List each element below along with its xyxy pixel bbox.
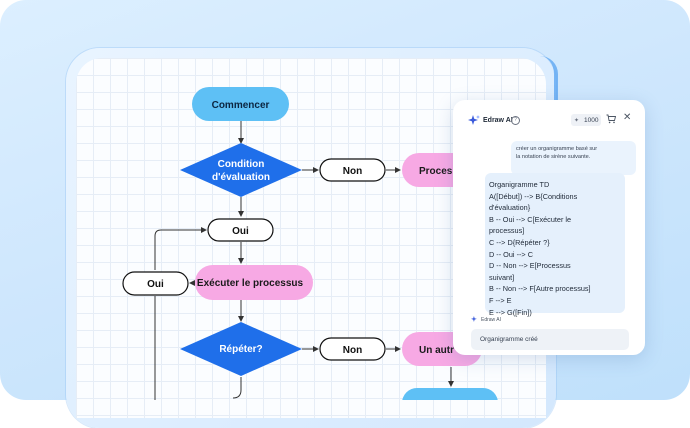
sparkle-icon (468, 115, 480, 125)
close-icon[interactable]: ✕ (623, 112, 632, 123)
label-non-2[interactable] (319, 337, 386, 361)
credits-count: 1000 (584, 116, 599, 124)
ai-response-line: E --> G([Fin]) (489, 307, 532, 317)
start-node[interactable] (192, 87, 289, 121)
ai-response-line: Organigramme TD (489, 180, 550, 189)
sparkle-icon (471, 316, 477, 322)
decision-repeat[interactable] (180, 322, 302, 376)
execute-node-label: Exécuter le processus (197, 278, 304, 289)
flowchart: Commencer Condition d'évaluation Non Pro… (122, 87, 498, 400)
edraw-ai-panel: Edraw AI ? ✦ 1000 ✕ créer un organigramm… (453, 100, 645, 355)
label-non-1-text: Non (343, 166, 362, 177)
result-message[interactable]: Organigramme créé (471, 329, 629, 350)
label-non-2-text: Non (343, 345, 362, 356)
execute-node[interactable] (195, 265, 313, 300)
ai-response-line: B -- Oui --> C[Exécuter le (489, 214, 572, 224)
ai-response-line: processus] (489, 226, 525, 236)
decision-condition-line2: d'évaluation (212, 172, 270, 183)
ai-response-line: F --> E (489, 296, 512, 305)
label-oui-1-text: Oui (232, 226, 249, 237)
label-oui-loop[interactable] (122, 271, 189, 296)
user-message-line: la notation de sirène suivante. (516, 154, 591, 160)
decision-condition-line1: Condition (218, 159, 265, 170)
panel-title: Edraw AI (483, 117, 513, 124)
ai-response-line: A([Début]) --> B{Conditions (489, 191, 578, 201)
magic-wand-icon: ✦ (574, 118, 580, 124)
decision-condition[interactable] (180, 143, 302, 197)
user-message-line: créer un organigramme basé sur (516, 146, 598, 152)
ai-response-line: C --> D{Répéter ?} (489, 238, 550, 247)
ai-response-line: d'évaluation} (489, 203, 531, 213)
ai-response-line: B -- Non --> F[Autre processus] (489, 284, 591, 294)
cart-icon[interactable] (606, 114, 616, 124)
panel-header: Edraw AI ? ✦ 1000 ✕ (453, 100, 645, 132)
label-non-1[interactable] (319, 158, 386, 182)
label-oui-1[interactable] (207, 218, 274, 242)
decision-repeat-label: Répéter? (219, 344, 262, 355)
ai-response-line: D -- Non --> E[Processus (489, 261, 571, 271)
process-node-label: Proces (419, 166, 453, 177)
result-message-text: Organigramme créé (480, 336, 538, 343)
credits-badge[interactable]: ✦ 1000 (571, 114, 601, 126)
end-node[interactable] (402, 388, 498, 400)
connectors (154, 121, 454, 400)
start-node-label: Commencer (212, 100, 270, 111)
ai-response-line: D -- Oui --> C (489, 249, 533, 259)
help-icon[interactable]: ? (511, 116, 520, 125)
other-process-node-label: Un autr (419, 345, 454, 356)
label-oui-loop-text: Oui (147, 279, 164, 290)
ai-response: Organigramme TD A([Début]) --> B{Conditi… (485, 173, 625, 317)
user-message: créer un organigramme basé sur la notati… (511, 141, 636, 175)
ai-tag-label: Edraw AI (481, 317, 502, 323)
ai-response-line: suivant] (489, 272, 515, 282)
